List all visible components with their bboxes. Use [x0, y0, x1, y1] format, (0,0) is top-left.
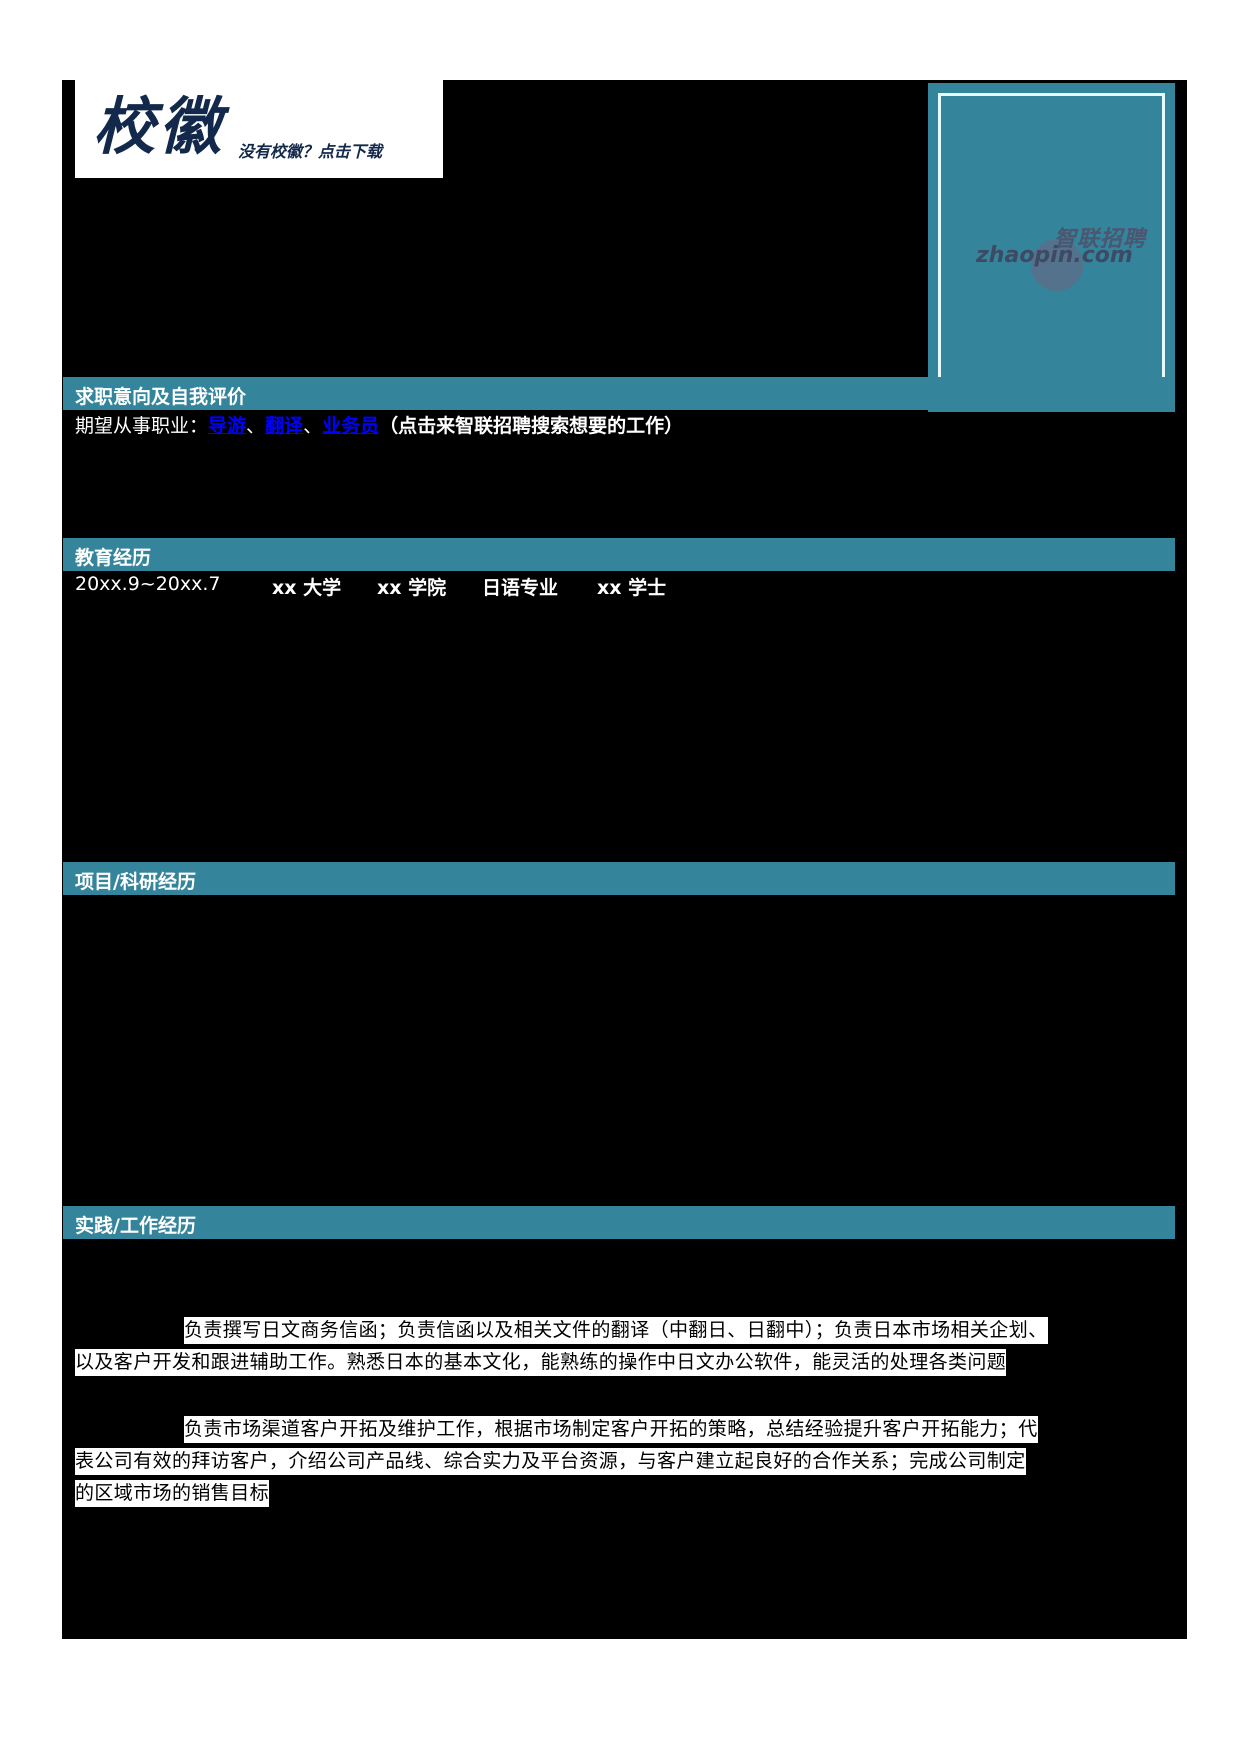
job-link-guide[interactable]: 导游 — [208, 415, 247, 437]
watermark-circle-icon — [1031, 239, 1083, 291]
job-link-salesperson[interactable]: 业务员 — [322, 415, 380, 437]
section-title: 教育经历 — [75, 547, 152, 569]
school-logo-box: 校徽 没有校徽？点击下载 — [75, 80, 443, 178]
work-paragraph-2-line-3: 的区域市场的销售目标 — [75, 1480, 270, 1507]
education-period: 20xx.9~20xx.7 — [75, 573, 221, 595]
section-title: 求职意向及自我评价 — [75, 386, 247, 408]
zhaopin-watermark-icon: 智联招聘 zhaopin.com — [976, 221, 1156, 291]
job-link-translator[interactable]: 翻译 — [265, 415, 304, 437]
photo-placeholder[interactable]: 智联招聘 zhaopin.com — [928, 83, 1175, 412]
watermark-cn-text: 智联招聘 — [1054, 227, 1147, 252]
watermark-en-text: zhaopin.com — [976, 243, 1133, 268]
education-college: xx 学院 — [377, 577, 447, 599]
job-intent-label: 期望从事职业： — [75, 415, 209, 437]
section-title: 实践/工作经历 — [75, 1215, 196, 1237]
work-paragraph-2-line-2: 表公司有效的拜访客户，介绍公司产品线、综合实力及平台资源，与客户建立起良好的合作… — [75, 1448, 1026, 1475]
education-university: xx 大学 — [272, 577, 342, 599]
school-logo-text: 校徽 — [93, 90, 226, 163]
section-header-work: 实践/工作经历 — [63, 1206, 1175, 1239]
education-major: 日语专业 — [482, 577, 559, 599]
section-header-intent: 求职意向及自我评价 — [63, 377, 1175, 410]
separator: 、 — [246, 415, 266, 437]
section-header-projects: 项目/科研经历 — [63, 862, 1175, 895]
job-intent-line: 期望从事职业：导游、翻译、业务员（点击来智联招聘搜索想要的工作） — [75, 411, 683, 438]
work-paragraph-2-line-1: 负责市场渠道客户开拓及维护工作，根据市场制定客户开拓的策略，总结经验提升客户开拓… — [184, 1416, 1038, 1443]
section-header-education: 教育经历 — [63, 538, 1175, 571]
photo-frame: 智联招聘 zhaopin.com — [938, 93, 1165, 402]
section-title: 项目/科研经历 — [75, 871, 196, 893]
work-paragraph-1-line-1: 负责撰写日文商务信函；负责信函以及相关文件的翻译（中翻日、日翻中）；负责日本市场… — [184, 1317, 1048, 1344]
job-search-note: （点击来智联招聘搜索想要的工作） — [379, 415, 684, 437]
separator: 、 — [303, 415, 323, 437]
education-degree: xx 学士 — [597, 577, 667, 599]
download-logo-link[interactable]: 没有校徽？点击下载 — [238, 142, 383, 161]
resume-page: 校徽 没有校徽？点击下载 智联招聘 zhaopin.com 求职意向及自我评价 … — [62, 80, 1187, 1639]
work-paragraph-1-line-2: 以及客户开发和跟进辅助工作。熟悉日本的基本文化，能熟练的操作中日文办公软件，能灵… — [75, 1349, 1007, 1376]
